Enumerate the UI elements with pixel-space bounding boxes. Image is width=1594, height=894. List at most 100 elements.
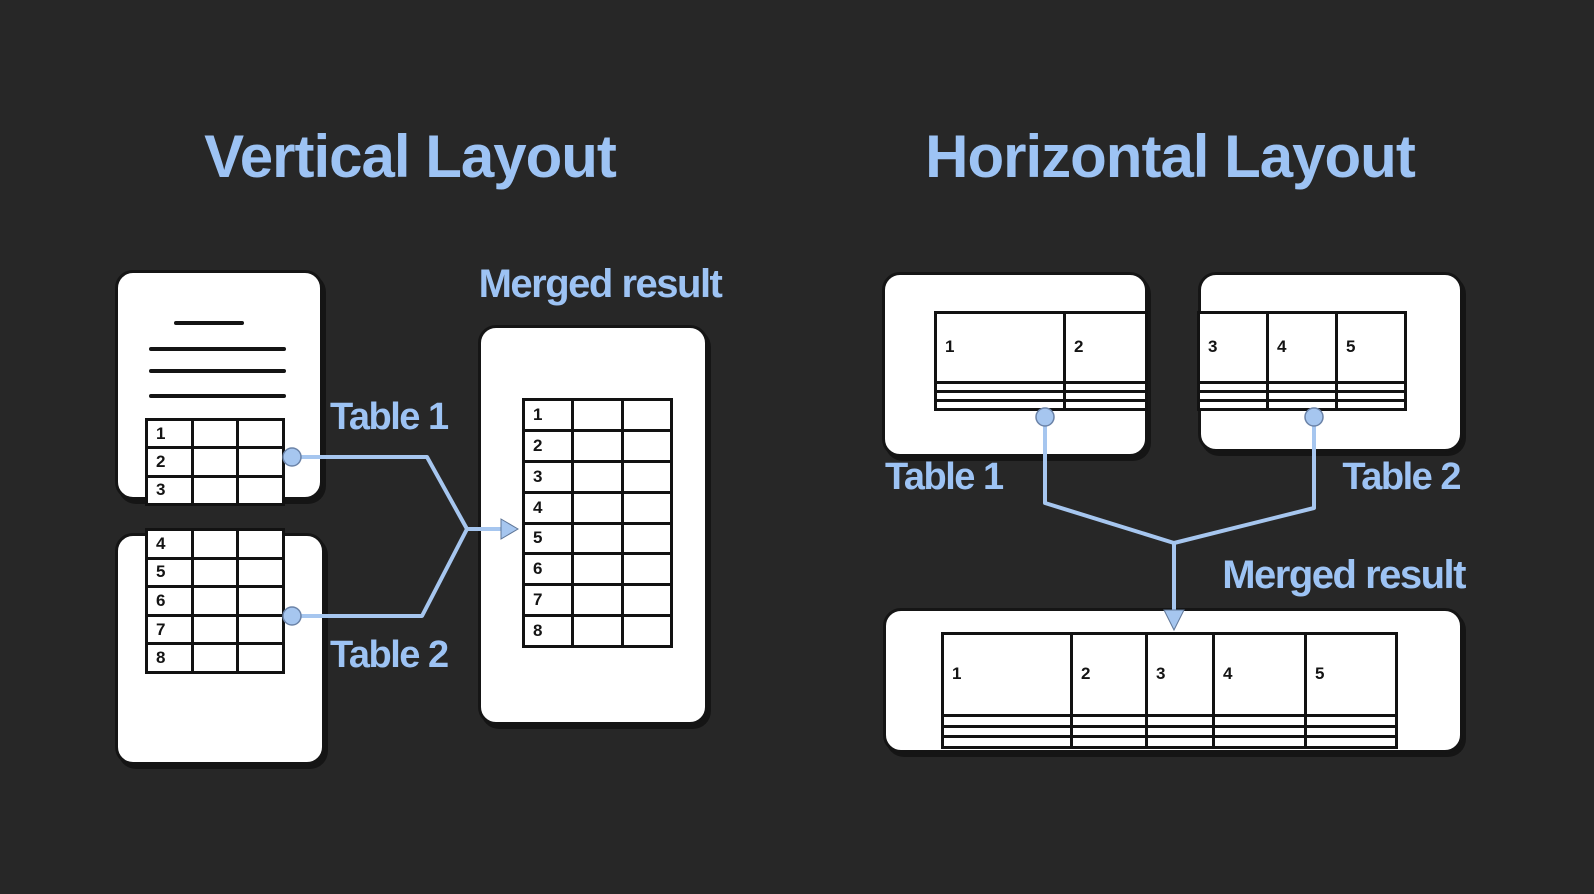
empty-cell <box>571 428 624 463</box>
column-number-cell: 2 <box>1063 311 1148 384</box>
table-row <box>934 380 1148 393</box>
column-number-cell: 5 <box>1335 311 1407 384</box>
empty-cell <box>620 583 674 618</box>
row-number-cell: 8 <box>521 614 575 648</box>
empty-cell <box>941 724 1073 739</box>
column-number-cell: 4 <box>1212 632 1307 717</box>
empty-cell <box>1063 398 1148 412</box>
vertical-table-2-label: Table 2 <box>330 634 449 676</box>
row-number-cell: 8 <box>145 642 194 674</box>
empty-cell <box>1266 380 1338 393</box>
empty-cell <box>1212 735 1307 749</box>
row-number-cell: 6 <box>145 585 194 617</box>
horizontal-merged-result-label: Merged result <box>1222 553 1466 597</box>
empty-cell <box>236 556 285 589</box>
empty-cell <box>571 552 624 587</box>
empty-cell <box>571 521 624 556</box>
empty-cell <box>1335 398 1407 412</box>
row-number-cell: 3 <box>145 474 194 507</box>
table-row: 3 <box>145 474 285 507</box>
table-row <box>941 713 1398 728</box>
empty-cell <box>236 528 285 560</box>
empty-cell <box>1145 713 1215 728</box>
empty-cell <box>571 490 624 525</box>
column-number-cell: 3 <box>1197 311 1269 384</box>
empty-cell <box>236 446 285 478</box>
table-row: 1 <box>521 398 674 432</box>
empty-cell <box>620 490 674 525</box>
vertical-table-1-label: Table 1 <box>330 396 449 438</box>
empty-cell <box>1304 713 1398 728</box>
vertical-merged-result-label: Merged result <box>478 262 723 306</box>
empty-cell <box>1197 398 1269 412</box>
empty-cell <box>1070 713 1148 728</box>
empty-cell <box>934 389 1066 402</box>
empty-cell <box>236 417 285 450</box>
empty-cell <box>571 459 624 494</box>
empty-cell <box>236 613 285 646</box>
table-row: 7 <box>521 583 674 618</box>
table-row: 7 <box>145 613 285 646</box>
row-number-cell: 2 <box>521 428 575 463</box>
empty-cell <box>1063 389 1148 402</box>
empty-cell <box>190 446 240 478</box>
table-row <box>941 735 1398 749</box>
empty-cell <box>1145 735 1215 749</box>
empty-cell <box>236 474 285 507</box>
empty-cell <box>620 614 674 648</box>
empty-cell <box>620 552 674 587</box>
doc-title-line <box>174 321 244 325</box>
empty-cell <box>620 428 674 463</box>
table-row <box>1197 398 1407 412</box>
empty-cell <box>1070 724 1148 739</box>
row-number-cell: 5 <box>521 521 575 556</box>
row-number-cell: 4 <box>145 528 194 560</box>
row-number-cell: 6 <box>521 552 575 587</box>
empty-cell <box>236 642 285 674</box>
empty-cell <box>1212 713 1307 728</box>
empty-cell <box>1335 380 1407 393</box>
table-row <box>941 724 1398 739</box>
empty-cell <box>620 521 674 556</box>
table-row: 4 <box>145 528 285 560</box>
empty-cell <box>190 642 240 674</box>
empty-cell <box>620 398 674 432</box>
table-row <box>934 389 1148 402</box>
doc-text-line <box>149 394 286 398</box>
empty-cell <box>190 556 240 589</box>
row-number-cell: 7 <box>521 583 575 618</box>
horizontal-table-2-label: Table 2 <box>1342 456 1461 498</box>
column-number-cell: 5 <box>1304 632 1398 717</box>
empty-cell <box>1266 398 1338 412</box>
empty-cell <box>1197 389 1269 402</box>
column-number-cell: 1 <box>934 311 1066 384</box>
empty-cell <box>571 614 624 648</box>
empty-cell <box>1145 724 1215 739</box>
empty-cell <box>190 417 240 450</box>
table-row: 4 <box>521 490 674 525</box>
table-row: 1 <box>145 417 285 450</box>
empty-cell <box>941 735 1073 749</box>
row-number-cell: 2 <box>145 446 194 478</box>
table-row: 2 <box>521 428 674 463</box>
empty-cell <box>190 528 240 560</box>
table-row <box>934 398 1148 412</box>
empty-cell <box>190 613 240 646</box>
row-number-cell: 1 <box>145 417 194 450</box>
doc-text-line <box>149 347 286 351</box>
empty-cell <box>1304 735 1398 749</box>
table-row: 5 <box>521 521 674 556</box>
table-row: 3 <box>521 459 674 494</box>
empty-cell <box>934 380 1066 393</box>
empty-cell <box>571 398 624 432</box>
table-row: 8 <box>145 642 285 674</box>
row-number-cell: 5 <box>145 556 194 589</box>
doc-text-line <box>149 369 286 373</box>
